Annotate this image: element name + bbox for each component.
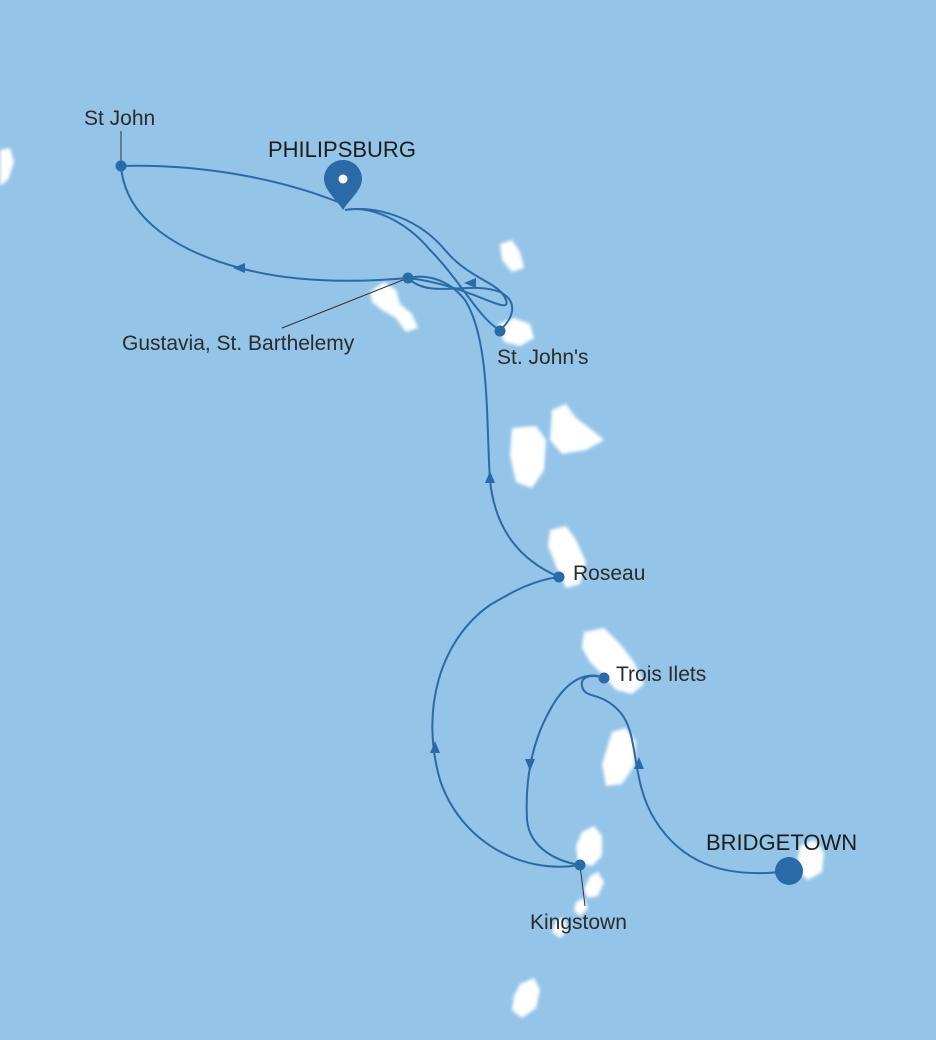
- arrow-up-icon: [430, 741, 440, 753]
- island-basse-terre: [510, 426, 546, 488]
- route-leg-roseau-st-johns: [407, 275, 560, 578]
- island-grenadines: [552, 872, 604, 938]
- islands: [0, 148, 824, 1018]
- route-leg-kingstown-roseau: [431, 576, 581, 868]
- island-anguilla: [500, 240, 524, 272]
- start-port-marker[interactable]: [775, 857, 803, 885]
- port-markers: [115, 160, 803, 885]
- route-leg-bridgetown-trois-ilets: [580, 675, 790, 875]
- port-labels: St John PHILIPSBURG Gustavia, St. Barthe…: [84, 107, 857, 934]
- port-dot-gustavia[interactable]: [402, 272, 414, 284]
- port-dot-trois-ilets[interactable]: [598, 672, 610, 684]
- island-barbados: [796, 840, 824, 880]
- route-leg-st-johns-gustavia: [344, 208, 508, 331]
- island-st-barthelemy: [370, 282, 418, 332]
- arrow-down-icon: [525, 759, 535, 771]
- port-label-trois-ilets: Trois Ilets: [616, 663, 706, 686]
- island-martinique: [582, 628, 644, 694]
- island-antigua: [498, 318, 534, 346]
- port-label-philipsburg: PHILIPSBURG: [268, 137, 416, 162]
- island-st-lucia: [602, 728, 636, 786]
- island-west-edge: [0, 148, 14, 186]
- route-direction-arrows: [233, 263, 644, 771]
- port-dot-st-john[interactable]: [115, 160, 127, 172]
- port-dot-roseau[interactable]: [553, 571, 565, 583]
- arrow-up-icon: [634, 757, 644, 769]
- port-dot-kingstown[interactable]: [574, 859, 586, 871]
- port-label-st-john: St John: [84, 107, 155, 130]
- leader-gustavia: [281, 277, 409, 329]
- route-leg-st-john-philipsburg: [120, 164, 344, 205]
- arrow-up-icon: [485, 471, 495, 483]
- port-dot-st-johns[interactable]: [494, 325, 506, 337]
- arrow-left-icon: [233, 263, 245, 273]
- island-dominica: [548, 526, 586, 588]
- port-label-roseau: Roseau: [573, 562, 645, 585]
- arrow-left-icon: [464, 278, 476, 288]
- island-grenada: [512, 978, 540, 1018]
- port-label-kingstown: Kingstown: [530, 911, 627, 934]
- port-label-gustavia: Gustavia, St. Barthelemy: [122, 332, 355, 355]
- port-label-bridgetown: BRIDGETOWN: [706, 830, 857, 855]
- island-st-vincent: [576, 826, 602, 866]
- map-pin-icon[interactable]: [324, 160, 362, 210]
- island-grande-terre: [550, 404, 604, 454]
- leader-kingstown: [579, 864, 586, 907]
- port-label-st-johns: St. John's: [497, 346, 589, 369]
- label-leader-lines: [120, 131, 586, 907]
